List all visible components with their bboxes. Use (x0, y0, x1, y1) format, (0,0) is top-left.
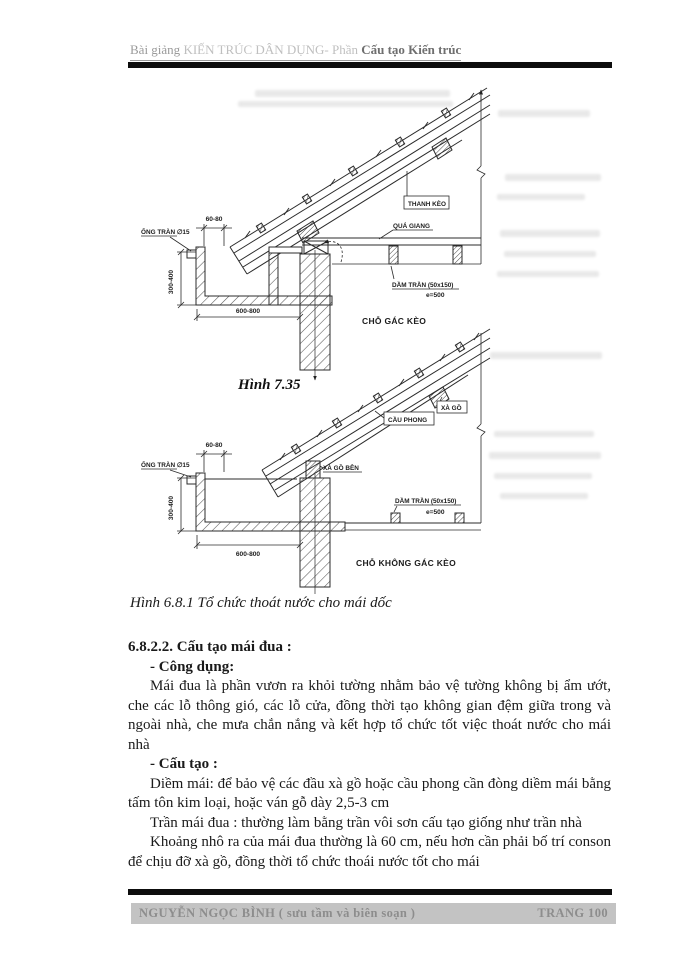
dim-width: 600-800 (236, 551, 261, 558)
roof-tile-marks (244, 92, 475, 239)
dim-top: 60-80 (206, 442, 223, 449)
dim-top: 60-80 (206, 216, 223, 223)
overflow-pipe (186, 249, 197, 259)
purlin-block (428, 386, 450, 409)
label-thanh-keo: THANH KÈO (408, 199, 446, 208)
side-purlin-block (305, 460, 321, 479)
dimension-lines (177, 224, 304, 321)
figure-caption: Hình 6.8.1 Tổ chức thoát nước cho mái dố… (130, 595, 392, 611)
detail-section-khong-gac-keo: ỐNG TRÀN ∅15 60-80 300-400 600-800 XÀ GỒ… (141, 328, 491, 594)
dim-width: 600-800 (236, 308, 261, 315)
page-footer: NGUYỄN NGỌC BÌNH ( sưu tầm và biên soạn … (131, 903, 616, 924)
label-dam-tran: DẦM TRẦN (50x150) (395, 495, 456, 505)
ghost-text-artifact (489, 452, 601, 459)
page-header: Bài giảng KIẾN TRÚC DÂN DỤNG- Phần Cấu t… (130, 42, 462, 61)
label-dam-tran: DẦM TRẦN (50x150) (392, 279, 453, 289)
header-course-label: Bài giảng (130, 42, 184, 57)
label-leaders (141, 396, 468, 513)
ghost-text-artifact (498, 110, 590, 117)
paragraph-cong-dung: Mái đua là phần vươn ra khỏi tường nhằm … (128, 678, 611, 753)
ghost-text-artifact (504, 251, 596, 257)
purlin-block (296, 220, 320, 244)
header-rule (128, 62, 612, 68)
body-text: 6.8.2.2. Cấu tạo mái đua : - Công dụng: … (128, 638, 611, 872)
roof-battens (290, 341, 466, 455)
label-ong-tran: ỐNG TRÀN ∅15 (141, 226, 190, 236)
label-leaders (141, 171, 459, 290)
roof-slope-lines (229, 87, 491, 275)
ghost-text-artifact (490, 352, 602, 359)
technical-drawing-figure: ỐNG TRÀN ∅15 60-80 300-400 600-800 THANH… (141, 87, 491, 594)
label-xa-go-bien: XÀ GỒ BÊN (323, 462, 359, 472)
ghost-text-artifact (497, 194, 585, 200)
dim-height: 300-400 (168, 270, 175, 295)
ghost-text-artifact (500, 493, 588, 499)
label-spacing: e=500 (426, 292, 445, 299)
callout-arc (323, 239, 343, 263)
label-cau-phong: CẦU PHONG (388, 414, 427, 424)
break-line (476, 333, 486, 523)
bullet-cong-dung: - Công dụng: (150, 658, 235, 675)
ceiling-beams (345, 512, 481, 531)
header-part-name: Cấu tạo Kiến trúc (361, 42, 462, 57)
label-qua-giang: QUÁ GIANG (393, 221, 430, 230)
header-course-name: KIẾN TRÚC DÂN DỤNG- Phần (183, 42, 362, 57)
roof-tile-marks (279, 332, 480, 461)
ghost-text-artifact (500, 230, 600, 237)
break-line (476, 89, 486, 264)
label-xa-go: XÀ GỒ (441, 402, 462, 412)
overflow-pipe (186, 475, 197, 485)
footer-rule (128, 889, 612, 895)
detail-title-gac-keo: CHỖ GÁC KÈO (362, 315, 426, 326)
ghost-text-artifact (494, 473, 592, 479)
section-heading: 6.8.2.2. Cấu tạo mái đua : (128, 639, 292, 655)
paragraph-diem-mai: Diềm mái: để bảo vệ các đầu xà gồ hoặc c… (128, 775, 611, 812)
gutter-section (195, 246, 279, 306)
footer-page-number: TRANG 100 (537, 906, 608, 920)
purlin-block (431, 137, 453, 160)
detail-section-gac-keo: ỐNG TRÀN ∅15 60-80 300-400 600-800 THANH… (141, 87, 491, 381)
figure-inner-title: Hình 7.35 (237, 377, 301, 393)
ceiling-beams (302, 237, 481, 265)
dim-height: 300-400 (168, 496, 175, 521)
footer-author: NGUYỄN NGỌC BÌNH ( sưu tầm và biên soạn … (139, 906, 416, 920)
detail-title-khong-gac-keo: CHỖ KHÔNG GÁC KÈO (356, 557, 456, 568)
bullet-cau-tao: - Cấu tạo : (150, 756, 218, 772)
dimension-lines (177, 450, 304, 549)
ghost-text-artifact (497, 271, 599, 277)
label-ong-tran: ỐNG TRÀN ∅15 (141, 459, 190, 469)
ghost-text-artifact (238, 101, 453, 107)
paragraph-khoang-nho: Khoảng nhô ra của mái đua thường là 60 c… (128, 834, 611, 870)
ghost-text-artifact (255, 90, 450, 97)
roof-battens (255, 107, 452, 234)
paragraph-tran-mai: Trần mái đua : thường làm bằng trần vôi … (150, 814, 582, 831)
label-spacing: e=500 (426, 509, 445, 516)
ghost-text-artifact (505, 174, 601, 181)
gutter-lip-board (268, 246, 303, 254)
ghost-text-artifact (494, 431, 594, 437)
